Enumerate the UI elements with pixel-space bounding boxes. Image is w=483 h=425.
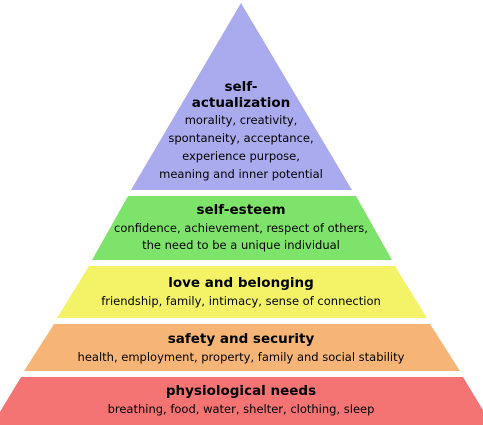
layer-title-line: love and belonging (168, 275, 314, 291)
layer-desc-line: health, employment, property, family and… (78, 350, 405, 364)
layer-title-line: self- (224, 79, 257, 95)
love-belonging-text: love and belonging friendship, family, i… (101, 275, 381, 308)
layer-desc-line: spontaneity, acceptance, (168, 131, 313, 145)
layer-desc-line: confidence, achievement, respect of othe… (114, 221, 368, 235)
layer-title-line: safety and security (168, 331, 315, 347)
layer-desc-line: friendship, family, intimacy, sense of c… (101, 294, 381, 308)
self-esteem-text: self-esteem confidence, achievement, res… (114, 202, 368, 252)
layer-desc-line: morality, creativity, (185, 113, 298, 127)
layer-love-belonging (57, 266, 427, 318)
layer-safety-security (24, 324, 460, 371)
layer-desc-line: meaning and inner potential (159, 167, 323, 181)
self-actualization-text: self- actualization morality, creativity… (159, 79, 323, 181)
physiological-text: physiological needs breathing, food, wat… (108, 383, 375, 416)
safety-security-text: safety and security health, employment, … (78, 331, 405, 364)
layer-title-line: physiological needs (166, 383, 316, 399)
layer-physiological (0, 377, 483, 425)
layer-desc-line: breathing, food, water, shelter, clothin… (108, 402, 375, 416)
layer-self-actualization (131, 3, 352, 190)
layer-title-line: self-esteem (196, 202, 285, 218)
layer-self-esteem (92, 196, 392, 260)
layer-title-line: actualization (192, 95, 290, 111)
layer-desc-line: experience purpose, (182, 149, 300, 163)
layer-desc-line: the need to be a unique individual (142, 238, 340, 252)
